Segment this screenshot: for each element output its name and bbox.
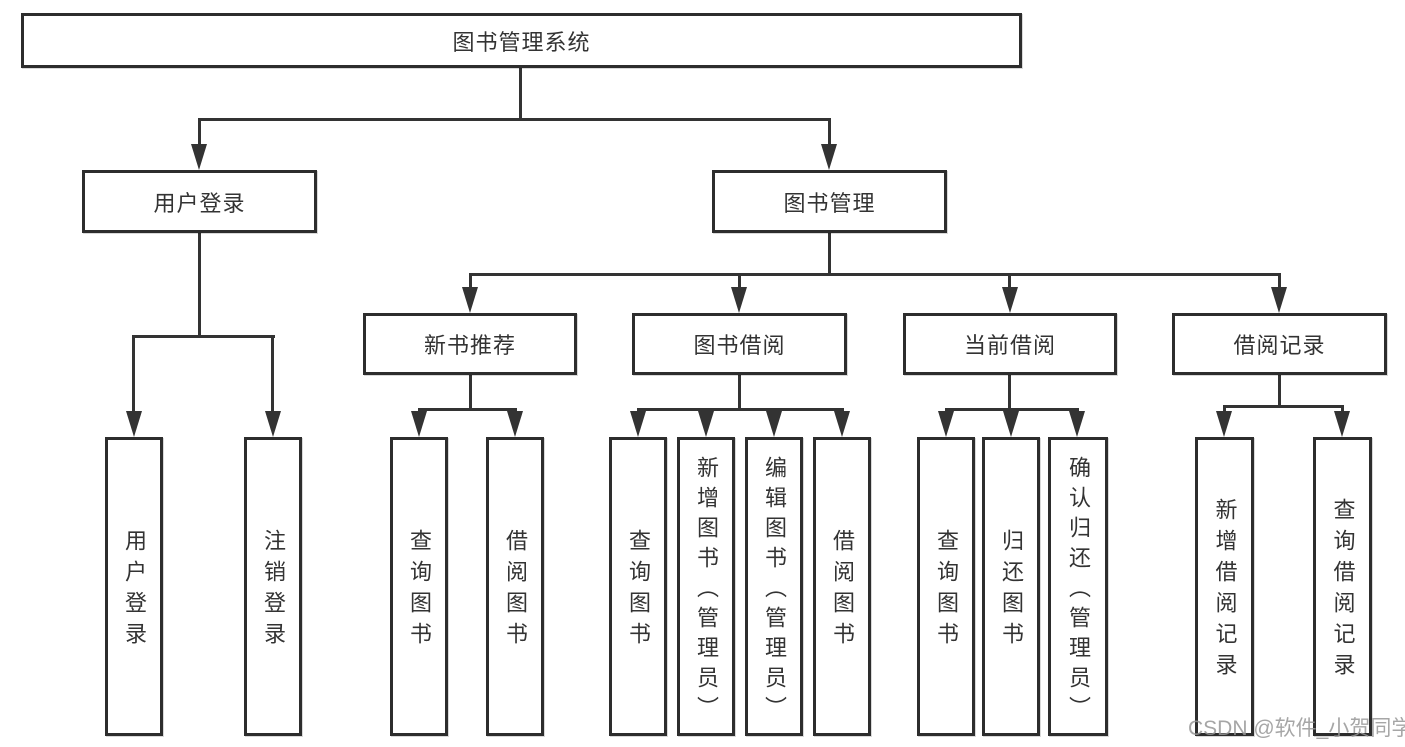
arrow-down-icon [938,411,954,437]
leaf-current-query-books: 查询图书 [917,437,975,736]
connector-root-arm-left [198,118,201,146]
arrow-down-icon [191,144,207,170]
leaf-current-return-books: 归还图书 [982,437,1040,736]
node-label: 新增借阅记录 [1212,498,1238,684]
arrow-down-icon [411,411,427,437]
connector-userlogin-arm-left [132,335,135,413]
node-label: 归还图书 [999,529,1024,653]
arrow-down-icon [507,411,523,437]
node-label: 借阅图书 [830,529,855,653]
arrow-down-icon [766,411,782,437]
node-label: 借阅记录 [1233,333,1326,358]
node-label: 查询图书 [626,529,651,653]
connector-userlogin-stub [198,233,201,335]
node-label: 查询图书 [934,529,959,653]
leaf-records-add-record: 新增借阅记录 [1195,437,1254,736]
connector-records-stub [1278,375,1281,405]
arrow-down-icon [1216,411,1232,437]
connector-bookborrow-stub [738,375,741,408]
arrow-down-icon [1271,287,1287,313]
arrow-down-icon [731,287,747,313]
connector-root-arm-right [828,118,831,146]
arrow-down-icon [265,411,281,437]
leaf-borrow-borrow-books: 借阅图书 [813,437,871,736]
connector-userlogin-arm-right [271,335,274,413]
arrow-down-icon [126,411,142,437]
node-label: 编辑图书（管理员） [762,455,787,726]
node-label: 图书管理系统 [452,29,591,55]
node-label: 借阅图书 [503,529,528,653]
arrow-down-icon [834,411,850,437]
node-label: 查询图书 [407,529,432,653]
connector-userlogin-hline [133,335,275,338]
node-book-management: 图书管理 [712,170,947,233]
node-label: 确认归还（管理员） [1066,455,1091,726]
node-borrow-records: 借阅记录 [1172,313,1387,375]
connector-bookmgmt-arm3 [1008,273,1011,289]
node-book-borrow: 图书借阅 [632,313,847,375]
csdn-watermark: CSDN @软件_小贺同学 [1188,717,1405,740]
leaf-current-confirm-return-admin: 确认归还（管理员） [1048,437,1108,736]
connector-bookmgmt-arm1 [469,273,472,289]
leaf-borrow-add-books-admin: 新增图书（管理员） [677,437,735,736]
node-new-book-recommend: 新书推荐 [363,313,577,375]
arrow-down-icon [1334,411,1350,437]
arrow-down-icon [630,411,646,437]
connector-bookmgmt-stub [828,233,831,273]
node-label: 新增图书（管理员） [694,455,719,726]
connector-root-stub [519,68,522,118]
connector-newbook-hline [418,408,517,411]
connector-bookmgmt-hline [469,273,1281,276]
connector-records-hline [1223,405,1344,408]
connector-records-arm1 [1223,405,1226,414]
arrow-down-icon [1002,287,1018,313]
node-current-borrow: 当前借阅 [903,313,1117,375]
node-label: 用户登录 [153,190,246,216]
leaf-records-query-record: 查询借阅记录 [1313,437,1372,736]
arrow-down-icon [1069,411,1085,437]
node-root-system: 图书管理系统 [21,13,1022,68]
arrow-down-icon [462,287,478,313]
leaf-user-login: 用户登录 [105,437,163,736]
node-label: 新书推荐 [423,333,516,358]
node-label: 当前借阅 [963,333,1056,358]
node-label: 图书管理 [783,190,876,216]
node-label: 图书借阅 [693,333,786,358]
connector-root-hline [198,118,831,121]
arrow-down-icon [698,411,714,437]
connector-currentborrow-stub [1008,375,1011,408]
leaf-borrow-query-books: 查询图书 [609,437,667,736]
connector-bookborrow-hline [637,408,843,411]
node-user-login: 用户登录 [82,170,317,233]
node-label: 查询借阅记录 [1330,498,1356,684]
connector-newbook-stub [469,375,472,408]
leaf-newbook-borrow-books: 借阅图书 [486,437,544,736]
arrow-down-icon [1003,411,1019,437]
connector-bookmgmt-arm2 [738,273,741,289]
node-label: 用户登录 [122,529,147,653]
leaf-newbook-query-books: 查询图书 [390,437,448,736]
connector-records-arm2 [1341,405,1344,414]
leaf-logout: 注销登录 [244,437,302,736]
connector-bookmgmt-arm4 [1278,273,1281,289]
leaf-borrow-edit-books-admin: 编辑图书（管理员） [745,437,803,736]
arrow-down-icon [821,144,837,170]
node-label: 注销登录 [261,529,286,653]
